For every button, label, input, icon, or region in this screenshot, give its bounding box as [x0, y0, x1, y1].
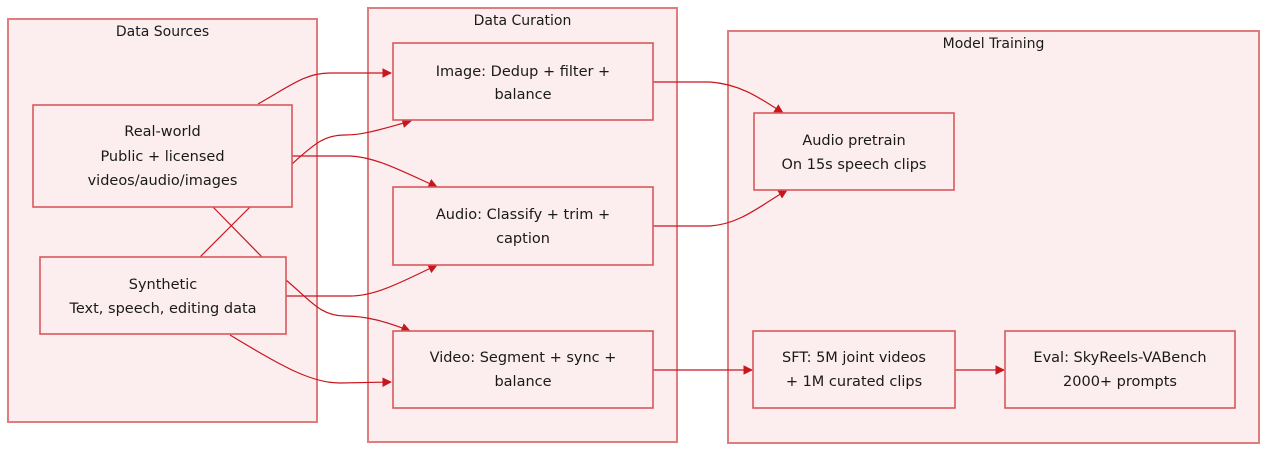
node-line: Text, speech, editing data [68, 301, 256, 317]
edge-image-pretrain [653, 81, 784, 114]
edge-audio-pretrain [653, 189, 788, 227]
node-line: balance [494, 374, 551, 390]
edge-synthetic-video [285, 279, 411, 333]
cluster-title: Model Training [943, 36, 1045, 52]
node-line: On 15s speech clips [782, 157, 927, 173]
edges [199, 68, 1005, 387]
node-image-curation[interactable]: Image: Dedup + filter + balance [392, 42, 654, 121]
node-line: SFT: 5M joint videos [782, 350, 926, 366]
node-line: caption [496, 231, 550, 247]
node-real-world[interactable]: Real-world Public + licensed videos/audi… [32, 104, 293, 208]
cluster-data-sources: Data Sources [7, 18, 318, 423]
node-synthetic[interactable]: Synthetic Text, speech, editing data [39, 256, 287, 335]
node-line: Audio: Classify + trim + [436, 207, 610, 223]
node-line: Public + licensed [100, 149, 224, 165]
cluster-title: Data Sources [116, 24, 209, 40]
edge-realworld-synthetic-cross-a [212, 206, 263, 258]
node-line: Synthetic [129, 277, 197, 293]
cluster-title: Data Curation [474, 13, 572, 29]
node-audio-curation[interactable]: Audio: Classify + trim + caption [392, 186, 654, 266]
edge-realworld-audio [292, 155, 438, 188]
node-line: videos/audio/images [88, 173, 238, 189]
node-line: Eval: SkyReels-VABench [1033, 350, 1206, 366]
node-line: + 1M curated clips [786, 374, 922, 390]
node-audio-pretrain[interactable]: Audio pretrain On 15s speech clips [753, 112, 955, 191]
node-line: balance [494, 87, 551, 103]
edge-realworld-image [257, 68, 392, 105]
node-line: Real-world [124, 124, 200, 140]
node-line: Audio pretrain [802, 133, 905, 149]
node-line: Video: Segment + sync + [430, 350, 617, 366]
node-video-curation[interactable]: Video: Segment + sync + balance [392, 330, 654, 409]
edge-synthetic-audio [286, 264, 438, 297]
edge-synthetic-image [291, 118, 412, 165]
edge-realworld-synthetic-cross-b [199, 206, 251, 258]
node-line: Image: Dedup + filter + [436, 64, 610, 80]
edge-realworld-video [229, 334, 392, 387]
node-eval[interactable]: Eval: SkyReels-VABench 2000+ prompts [1004, 330, 1236, 409]
node-sft[interactable]: SFT: 5M joint videos + 1M curated clips [752, 330, 956, 409]
node-line: 2000+ prompts [1063, 374, 1177, 390]
